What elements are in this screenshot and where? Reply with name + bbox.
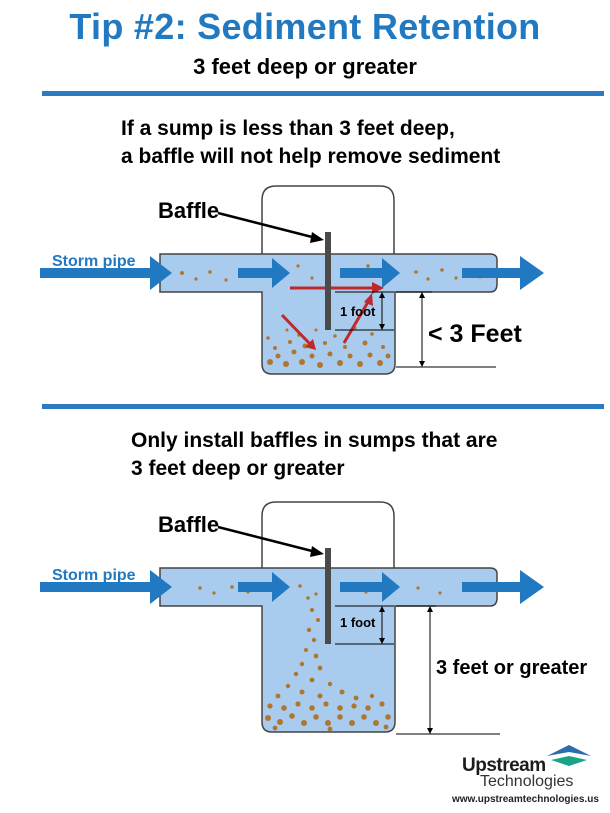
baffle bbox=[325, 232, 331, 330]
shallow-sump-diagram: Baffle Storm pipe 1 foot < 3 Feet bbox=[40, 185, 544, 375]
depth-label: < 3 Feet bbox=[428, 320, 522, 348]
deep-sump-diagram: Baffle Storm pipe 1 foot 3 feet or great… bbox=[40, 501, 587, 735]
one-foot-dimension bbox=[335, 605, 394, 645]
website-url[interactable]: www.upstreamtechnologies.us bbox=[452, 794, 599, 805]
one-foot-label: 1 foot bbox=[340, 304, 376, 319]
section1-caption-line2: a baffle will not help remove sediment bbox=[121, 145, 501, 168]
page-title: Tip #2: Sediment Retention bbox=[69, 6, 541, 47]
storm-pipe-label: Storm pipe bbox=[52, 567, 136, 584]
logo-wordmark: Upstream bbox=[462, 755, 546, 776]
one-foot-label: 1 foot bbox=[340, 615, 376, 630]
pipe-and-sump-water bbox=[159, 567, 498, 733]
manhole-riser bbox=[261, 501, 395, 568]
depth-dimension bbox=[396, 605, 500, 735]
flow-arrows bbox=[40, 256, 544, 290]
section2-caption-line1: Only install baffles in sumps that are bbox=[131, 429, 498, 452]
logo-subtitle: Technologies bbox=[480, 773, 574, 790]
upstream-logo-icon bbox=[547, 745, 591, 766]
baffle-callout-line bbox=[217, 211, 317, 240]
section2-caption-line2: 3 feet deep or greater bbox=[131, 457, 345, 480]
one-foot-dimension bbox=[335, 291, 394, 331]
section2-caption: Only install baffles in sumps that are 3… bbox=[131, 427, 497, 483]
baffle-label: Baffle bbox=[158, 512, 219, 537]
baffle bbox=[325, 548, 331, 644]
section1-caption-line1: If a sump is less than 3 feet deep, bbox=[121, 117, 455, 140]
page-subtitle: 3 feet deep or greater bbox=[193, 54, 417, 79]
manhole-riser bbox=[261, 185, 395, 254]
divider bbox=[42, 91, 604, 96]
divider bbox=[42, 404, 604, 409]
depth-dimension bbox=[396, 291, 496, 368]
baffle-label: Baffle bbox=[158, 198, 219, 223]
depth-label: 3 feet or greater bbox=[436, 657, 587, 679]
storm-pipe-label: Storm pipe bbox=[52, 253, 136, 270]
section1-caption: If a sump is less than 3 feet deep, a ba… bbox=[121, 115, 500, 171]
baffle-callout-line bbox=[217, 525, 317, 554]
flow-arrows bbox=[40, 570, 544, 604]
